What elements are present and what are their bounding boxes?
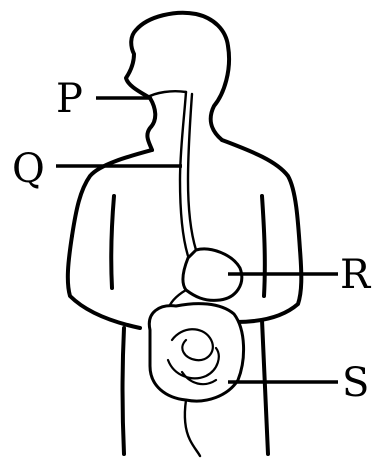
oesophagus-left-wall xyxy=(180,92,188,256)
left-arm-outline xyxy=(68,236,140,328)
large-intestine-organ xyxy=(149,304,243,401)
oesophagus-right-wall xyxy=(188,94,196,250)
left-leg-outline xyxy=(123,328,125,454)
chin-outline xyxy=(147,98,155,150)
left-arm-inner-outline xyxy=(111,196,114,288)
right-arm-inner-outline xyxy=(262,196,265,296)
head-outline xyxy=(126,13,229,140)
rectum xyxy=(185,400,200,456)
label-s: S xyxy=(342,360,369,406)
mouth-outline xyxy=(146,91,186,98)
label-q: Q xyxy=(12,146,45,192)
label-p: P xyxy=(56,76,83,122)
right-leg-outline xyxy=(262,320,268,454)
label-r: R xyxy=(340,252,372,298)
right-arm-outline xyxy=(236,250,301,322)
